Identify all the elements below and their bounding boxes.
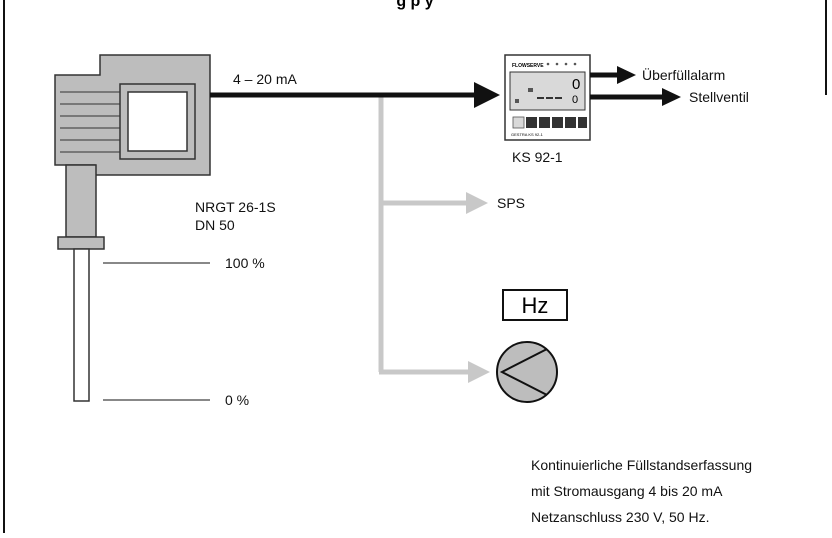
signal-line — [210, 82, 500, 108]
pump-symbol — [496, 341, 558, 403]
sps-arrow-head — [466, 192, 488, 214]
branch-lines — [378, 95, 490, 383]
sensor-probe — [57, 164, 105, 402]
controller-model-label: KS 92-1 — [512, 149, 563, 165]
alarm-arrow-head — [617, 66, 636, 84]
controller-brand: FLOWSERVE — [512, 63, 544, 69]
level-0-label: 0 % — [225, 392, 249, 408]
sensor-head — [54, 54, 211, 176]
note-line-3: Netzanschluss 230 V, 50 Hz. — [531, 509, 709, 525]
controller-display-bottom: 0 — [572, 94, 578, 106]
alarm-output-label: Überfüllalarm — [642, 66, 725, 83]
sensor-size-label: DN 50 — [195, 217, 235, 233]
note-line-1: Kontinuierliche Füllstandserfassung — [531, 457, 752, 473]
controller-device: FLOWSERVE 0 0 GESTRA KS 92-1 — [504, 54, 591, 141]
sensor-model-label: NRGT 26-1S — [195, 199, 276, 215]
title-fragment: g p y — [396, 0, 433, 10]
signal-label: 4 – 20 mA — [233, 71, 297, 87]
controller-footer: GESTRA KS 92-1 — [511, 132, 544, 137]
valve-arrow-head — [662, 88, 681, 106]
signal-arrow-head — [474, 82, 500, 108]
frequency-converter-box — [502, 289, 568, 321]
controller-display-top: 0 — [572, 76, 580, 93]
frequency-converter-label: Hz — [522, 293, 549, 318]
valve-output-label: Stellventil — [689, 89, 749, 105]
output-arrows — [590, 66, 681, 106]
note-line-2: mit Stromausgang 4 bis 20 mA — [531, 483, 723, 499]
sps-label: SPS — [497, 195, 525, 211]
pump-arrow-head — [468, 361, 490, 383]
level-100-label: 100 % — [225, 255, 265, 271]
